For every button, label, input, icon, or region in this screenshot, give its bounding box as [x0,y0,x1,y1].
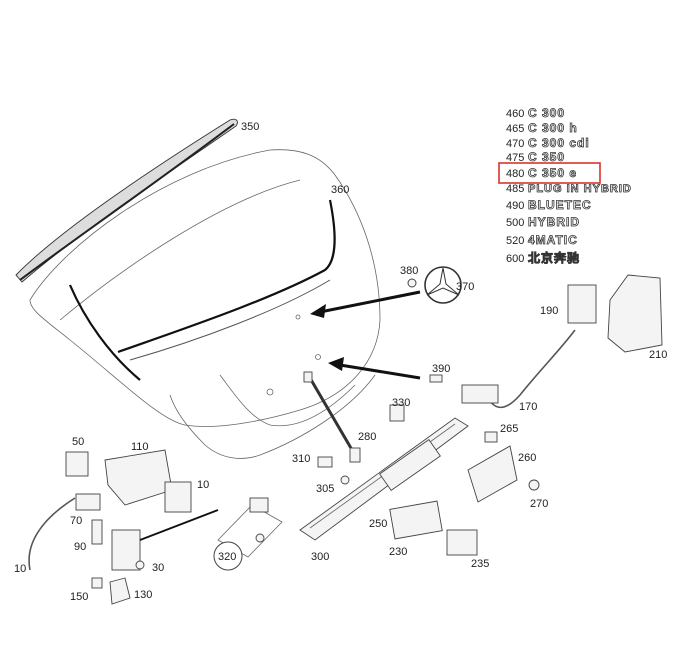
cable-170 [487,329,576,409]
latch-10-lower [111,529,141,571]
pointer-arrowhead-upper [310,304,326,318]
emblem-list: 460 C 300 465 C 300 h 470 C 300 cdi 475 … [498,106,632,265]
camera-235 [446,529,478,556]
screw-305 [340,475,350,485]
callout-370: 370 [456,281,474,293]
callout-230: 230 [389,546,407,558]
emblem-text-2: C 300 cdi [528,136,590,150]
plate-260 [467,445,518,503]
emblem-num-4: 480 [506,168,524,180]
callout-260: 260 [518,452,536,464]
callout-210: 210 [649,349,667,361]
bracket-70 [75,493,101,511]
callout-130: 130 [134,589,152,601]
pointer-arrow-lower [339,363,421,380]
emblem-num-9: 600 [506,253,524,265]
callout-380: 380 [400,265,418,277]
callout-330: 330 [392,397,410,409]
clip-265 [484,431,498,443]
star-emblem [424,266,462,304]
trunk-lid [29,149,381,459]
emblem-num-7: 500 [506,217,524,229]
lock-10-upper [164,481,192,513]
emblem-num-5: 485 [506,183,524,195]
emblem-num-6: 490 [506,200,524,212]
callout-10-upper: 10 [197,479,209,491]
emblem-text-4: C 350 e [528,166,577,180]
callout-70: 70 [70,515,82,527]
emblem-text-1: C 300 h [528,121,578,135]
emblem-num-2: 470 [506,138,524,150]
emblem-text-7: HYBRID [528,215,580,229]
grommet-380 [407,278,417,288]
screw-270 [528,479,540,491]
callout-300: 300 [311,551,329,563]
callout-90: 90 [74,541,86,553]
callout-250: 250 [369,518,387,530]
callout-170: 170 [519,401,537,413]
callout-150: 150 [70,591,88,603]
kit-320 [213,497,283,571]
emblem-num-0: 460 [506,108,524,120]
callout-305: 305 [316,483,334,495]
cover-110 [104,449,173,506]
screw-30 [135,560,145,570]
switch-90 [91,519,103,545]
highlight-box [498,162,601,184]
callout-50: 50 [72,436,84,448]
gas-strut [303,371,361,463]
emblem-text-8: 4MATIC [528,233,578,247]
rear-spoiler [15,118,238,283]
emblem-text-5: PLUG IN HYBRID [528,183,632,195]
pointer-arrowhead-lower [328,357,344,371]
callout-390: 390 [432,363,450,375]
sensor-50 [65,451,89,477]
callout-110: 110 [131,441,149,453]
camera-230 [389,500,443,540]
callout-280: 280 [358,431,376,443]
callout-350: 350 [241,121,259,133]
callout-235: 235 [471,558,489,570]
clip-310 [317,456,333,468]
handle-strip [299,417,469,541]
callout-270: 270 [530,498,548,510]
callout-190: 190 [540,305,558,317]
callout-labels: 350 360 380 370 390 330 280 310 305 300 … [14,121,667,603]
callout-320: 320 [218,551,236,563]
key-130 [109,577,131,605]
lock-455 [461,384,499,404]
emblem-num-1: 465 [506,123,524,135]
emblem-text-9: 北京奔驰 [528,250,580,265]
emblem-num-8: 520 [506,235,524,247]
callout-265: 265 [500,423,518,435]
emblem-text-6: BLUETEC [528,198,592,212]
emblem-text-0: C 300 [528,106,565,120]
cable-10 [28,497,76,571]
emblem-num-3: 475 [506,152,524,164]
lid-seal [68,199,336,381]
housing-210 [607,274,663,353]
callout-360: 360 [331,184,349,196]
actuator-190 [567,284,597,324]
pointer-arrow-upper [319,290,421,314]
clip-330 [389,404,405,422]
callout-310: 310 [292,453,310,465]
lock-rod [139,509,219,541]
emblem-text-3: C 350 [528,150,565,164]
callout-10-lower: 10 [14,563,26,575]
bolt-390 [429,374,443,383]
callout-30: 30 [152,562,164,574]
bolt-150 [91,577,103,589]
